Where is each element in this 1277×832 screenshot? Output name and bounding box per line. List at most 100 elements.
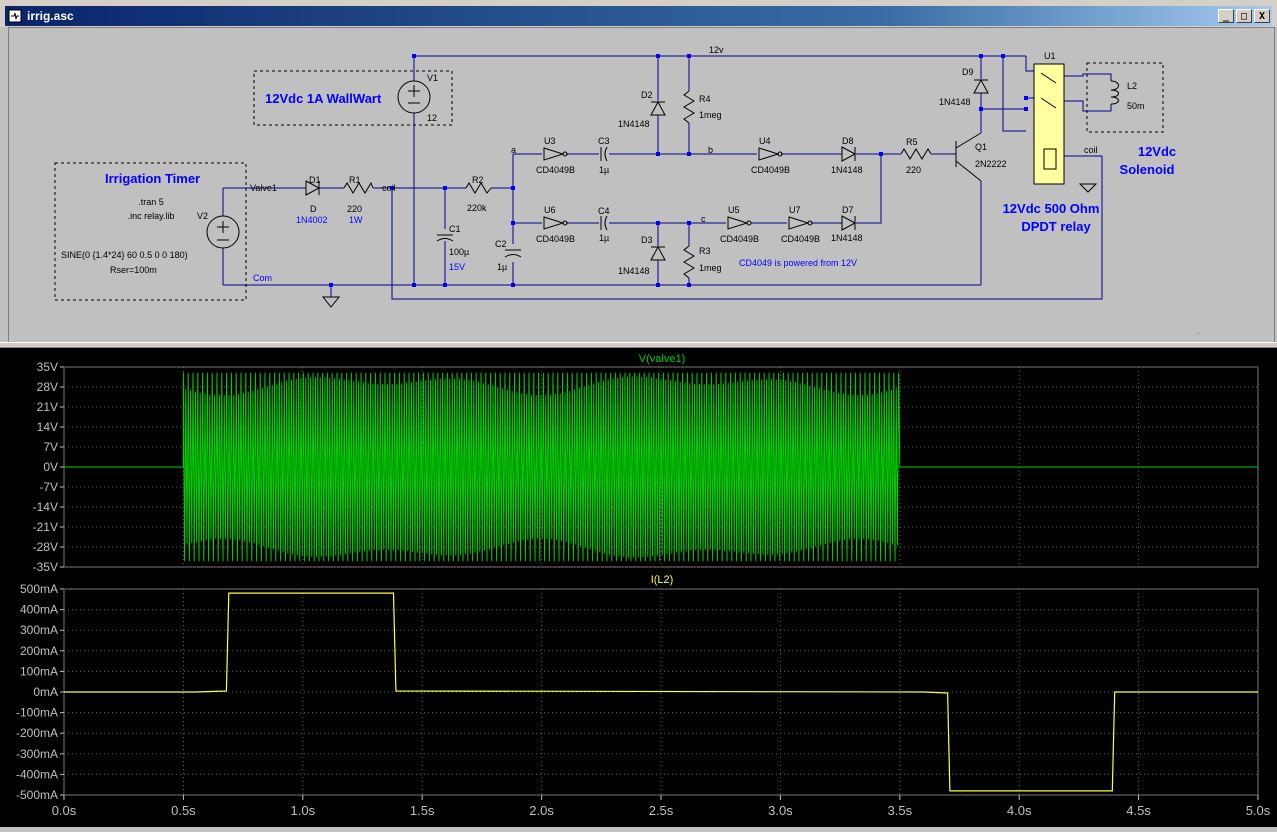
u5-value: CD4049B (720, 234, 759, 244)
r1-symbol (343, 181, 374, 194)
plot2-ytick-label: -500mA (16, 788, 58, 802)
net-coil-2: coil (1084, 145, 1098, 155)
sine-directive: SINE(0 {1.4*24} 60 0.5 0 0 180) (61, 250, 188, 260)
u1-name: U1 (1044, 51, 1056, 61)
maximize-button[interactable]: □ (1236, 9, 1252, 23)
plot2-title[interactable]: I(L2) (651, 574, 674, 586)
v2-symbol (206, 215, 240, 249)
wires (222, 55, 1112, 300)
q1-name: Q1 (975, 142, 987, 152)
x-tick-label: 0.0s (52, 803, 77, 818)
x-tick-label: 0.5s (171, 803, 196, 818)
schematic-file-icon (8, 9, 22, 23)
inc-directive: .inc relay.lib (128, 211, 175, 221)
c4-value: 1µ (599, 233, 609, 243)
c2-value: 1µ (497, 262, 507, 272)
u7-name: U7 (789, 205, 801, 215)
schematic-canvas[interactable]: 12Vdc 1A WallWart Irrigation Timer 12Vdc… (8, 27, 1275, 343)
d9-name: D9 (962, 67, 974, 77)
u3-value: CD4049B (536, 165, 575, 175)
r4-value: 1meg (699, 110, 722, 120)
titlebar-bar[interactable]: irrig.asc _ □ X (5, 6, 1272, 26)
svg-text:.: . (1197, 329, 1199, 336)
u5-name: U5 (728, 205, 740, 215)
plot2-ytick-label: 400mA (20, 603, 58, 617)
waveform-plot[interactable]: V(valve1) 35V28V21V14V7V0V-7V-14V-21V-28… (0, 348, 1277, 827)
d2-value: 1N4148 (618, 119, 650, 129)
timer-box (54, 162, 247, 301)
r1-name: R1 (349, 175, 361, 185)
d9-symbol (973, 78, 989, 94)
d9-value: 1N4148 (939, 97, 971, 107)
close-button[interactable]: X (1254, 9, 1270, 23)
d3-name: D3 (641, 235, 653, 245)
relay-u1[interactable] (1033, 63, 1065, 185)
r5-symbol (900, 148, 932, 160)
c3-name: C3 (598, 136, 610, 146)
relay-label-1: 12Vdc 500 Ohm (1003, 201, 1100, 216)
cd4049-note: CD4049 is powered from 12V (739, 258, 857, 268)
q1-symbol (955, 132, 982, 182)
r3-name: R3 (699, 246, 711, 256)
d1-name: D1 (309, 175, 321, 185)
plot1-title[interactable]: V(valve1) (639, 353, 685, 365)
u4-symbol (758, 147, 780, 161)
c3-value: 1µ (599, 165, 609, 175)
x-tick-label: 1.5s (410, 803, 435, 818)
window-titlebar[interactable]: irrig.asc _ □ X (0, 0, 1277, 27)
c4-name: C4 (598, 206, 610, 216)
x-tick-label: 3.5s (888, 803, 913, 818)
wallwart-box (253, 70, 453, 126)
u6-symbol (543, 216, 565, 230)
d7-name: D7 (842, 205, 854, 215)
plot2-ytick-label: 0mA (33, 685, 58, 699)
plot1-ytick-label: 35V (37, 360, 58, 374)
c1-value: 100µ (449, 247, 469, 257)
schematic-drawing[interactable]: 12Vdc 1A WallWart Irrigation Timer 12Vdc… (9, 28, 1274, 342)
d1-model: D (310, 204, 317, 214)
plot-pane-i-l2[interactable]: I(L2) 500mA400mA300mA200mA100mA0mA-100mA… (16, 574, 1259, 802)
d7-symbol (841, 215, 857, 231)
l2-symbol (1110, 80, 1119, 105)
plot1-ytick-label: -21V (33, 520, 58, 534)
net-b: b (708, 145, 713, 155)
net-valve1: Valve1 (250, 183, 277, 193)
v1-value: 12 (427, 113, 437, 123)
window-title: irrig.asc (27, 9, 74, 23)
plot2-ytick-label: 100mA (20, 664, 58, 678)
plot-pane-v-valve1[interactable]: V(valve1) 35V28V21V14V7V0V-7V-14V-21V-28… (33, 353, 1259, 574)
r5-value: 220 (906, 165, 921, 175)
plot2-ytick-label: 200mA (20, 644, 58, 658)
plot1-ytick-label: 21V (37, 400, 58, 414)
plot2-ytick-label: 500mA (20, 582, 58, 596)
u7-symbol (788, 216, 810, 230)
r2-name: R2 (472, 175, 484, 185)
plot1-ytick-label: -28V (33, 540, 58, 554)
u3-name: U3 (544, 136, 556, 146)
c3-symbol (600, 146, 608, 162)
q1-value: 2N2222 (975, 159, 1007, 169)
plot2-ytick-label: -200mA (16, 726, 58, 740)
ground1-symbol (321, 296, 341, 308)
ground2-symbol (1078, 183, 1098, 193)
minimize-button[interactable]: _ (1218, 9, 1234, 23)
x-tick-label: 4.5s (1126, 803, 1151, 818)
wallwart-label: 12Vdc 1A WallWart (265, 91, 382, 106)
d3-symbol (650, 245, 666, 261)
d1-symbol (305, 180, 321, 196)
v2-name: V2 (197, 211, 208, 221)
plot2-ytick-label: -400mA (16, 767, 58, 781)
u5-symbol (727, 216, 749, 230)
solenoid-label-1: 12Vdc (1138, 144, 1176, 159)
pane-splitter[interactable] (0, 342, 1277, 348)
net-com: Com (253, 273, 272, 283)
v1-symbol (397, 80, 431, 114)
u4-value: CD4049B (751, 165, 790, 175)
x-tick-label: 1.0s (291, 803, 316, 818)
x-tick-label: 5.0s (1246, 803, 1271, 818)
d7-value: 1N4148 (831, 233, 863, 243)
junction-dots (329, 54, 1028, 287)
plot1-ytick-label: 0V (43, 460, 58, 474)
u6-value: CD4049B (536, 234, 575, 244)
